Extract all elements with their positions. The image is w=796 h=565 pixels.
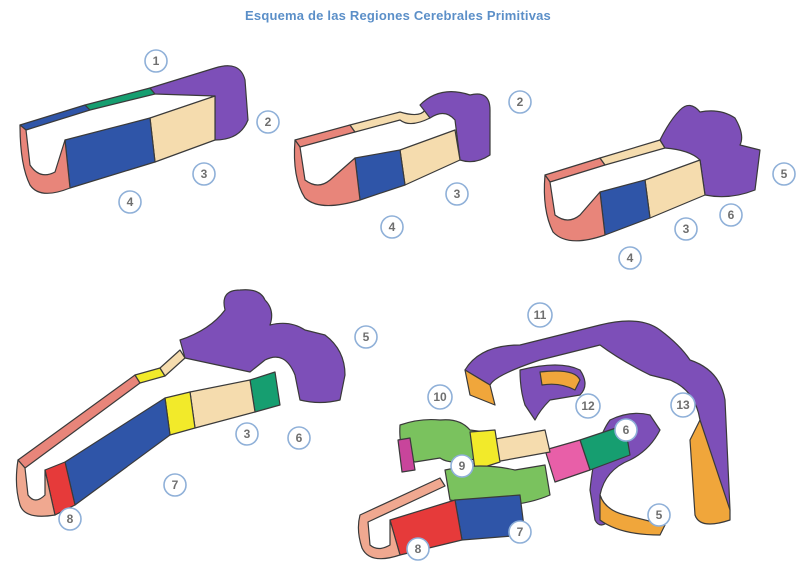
label-d5-10: 10 xyxy=(428,385,452,409)
label-d1-3: 3 xyxy=(193,163,215,185)
stage-1-blue xyxy=(65,118,155,188)
stage-1-beige xyxy=(150,96,215,162)
stage-5-yellow xyxy=(470,430,500,470)
stage-3-beige xyxy=(645,160,705,218)
label-d3-4: 4 xyxy=(619,247,641,269)
stage-3-blue xyxy=(600,180,650,235)
svg-text:1: 1 xyxy=(153,54,160,68)
svg-text:13: 13 xyxy=(676,398,690,412)
label-d4-5: 5 xyxy=(355,326,377,348)
label-d5-11: 11 xyxy=(528,303,552,327)
stage-1-green-rim xyxy=(85,88,155,110)
label-d5-7: 7 xyxy=(509,521,531,543)
stage-4-beige-top xyxy=(160,350,185,376)
stage-4-yellow-top xyxy=(135,368,165,383)
svg-text:6: 6 xyxy=(296,431,303,445)
label-d3-3: 3 xyxy=(675,218,697,240)
svg-text:6: 6 xyxy=(728,208,735,222)
label-d4-3: 3 xyxy=(236,423,258,445)
svg-text:6: 6 xyxy=(623,423,630,437)
label-d4-8: 8 xyxy=(59,508,81,530)
label-d4-7: 7 xyxy=(164,474,186,496)
svg-text:2: 2 xyxy=(265,115,272,129)
svg-text:3: 3 xyxy=(454,187,461,201)
label-d1-1: 1 xyxy=(145,50,167,72)
stage-3-beige-top xyxy=(600,140,665,165)
stage-4-beige xyxy=(190,380,255,428)
stage-2-salmon xyxy=(294,140,360,206)
svg-text:3: 3 xyxy=(683,222,690,236)
svg-text:3: 3 xyxy=(244,427,251,441)
svg-text:12: 12 xyxy=(581,399,595,413)
label-d5-8: 8 xyxy=(407,538,429,560)
stage-2-beige xyxy=(400,130,460,185)
svg-text:8: 8 xyxy=(415,542,422,556)
stage-2-beige-top xyxy=(350,110,430,132)
stage-2-blue xyxy=(355,150,405,200)
label-d5-12: 12 xyxy=(576,394,600,418)
label-d2-4: 4 xyxy=(381,216,403,238)
label-d3-6: 6 xyxy=(720,204,742,226)
stage-1-salmon xyxy=(20,125,70,193)
label-d5-6: 6 xyxy=(615,419,637,441)
label-d5-13: 13 xyxy=(671,393,695,417)
svg-text:3: 3 xyxy=(201,167,208,181)
svg-text:4: 4 xyxy=(127,195,134,209)
stage-1-blue-rim xyxy=(20,105,90,130)
svg-text:10: 10 xyxy=(433,390,447,404)
label-d3-5: 5 xyxy=(773,163,795,185)
label-d5-9: 9 xyxy=(451,455,473,477)
svg-text:4: 4 xyxy=(389,220,396,234)
svg-text:8: 8 xyxy=(67,512,74,526)
label-d5-5: 5 xyxy=(648,504,670,526)
svg-text:7: 7 xyxy=(172,478,179,492)
svg-text:9: 9 xyxy=(459,459,466,473)
svg-text:7: 7 xyxy=(517,525,524,539)
stage-3-salmon xyxy=(544,175,605,241)
label-d4-6: 6 xyxy=(288,427,310,449)
svg-text:5: 5 xyxy=(656,508,663,522)
stage-3-salmon-top xyxy=(545,158,605,182)
svg-text:2: 2 xyxy=(517,95,524,109)
label-d2-3: 3 xyxy=(446,183,468,205)
svg-text:4: 4 xyxy=(627,251,634,265)
stage-5-tube xyxy=(358,321,730,559)
svg-text:5: 5 xyxy=(781,167,788,181)
svg-text:5: 5 xyxy=(363,330,370,344)
svg-text:11: 11 xyxy=(534,308,547,322)
label-d1-2: 2 xyxy=(257,111,279,133)
label-d2-2: 2 xyxy=(509,91,531,113)
label-d1-4: 4 xyxy=(119,191,141,213)
stage-2-salmon-top xyxy=(295,125,355,147)
